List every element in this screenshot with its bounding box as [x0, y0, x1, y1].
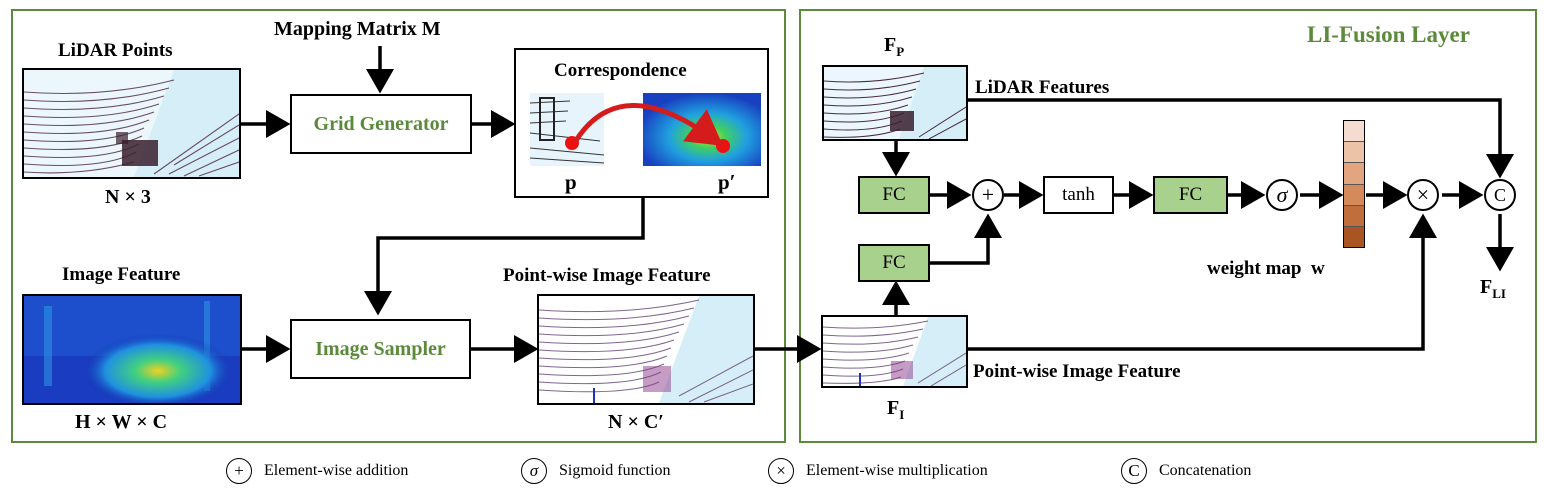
sigma-circle-icon: σ	[1266, 179, 1298, 211]
lidar-features-lines	[824, 67, 966, 139]
arrow-fc2-to-plus	[930, 213, 1002, 265]
image-feature-map	[22, 294, 242, 405]
weight-cell	[1344, 205, 1364, 227]
arrow-fi-to-times	[968, 213, 1437, 351]
lidar-points-image	[22, 68, 241, 179]
arrow-fp-to-concat	[966, 98, 1514, 179]
legend-sigmoid: σ Sigmoid function	[521, 458, 671, 484]
pointwise-shape-label: N × C′	[608, 411, 664, 433]
tanh-box: tanh	[1043, 176, 1114, 214]
pointwise-feature-title: Point-wise Image Feature	[503, 265, 711, 286]
legend-sigma-icon: σ	[521, 458, 547, 484]
lidar-scan-lines	[24, 70, 239, 177]
concat-circle-icon: C	[1484, 179, 1516, 211]
left-panel	[11, 9, 786, 443]
legend-addition: + Element-wise addition	[226, 458, 408, 484]
fi-main: F	[887, 397, 900, 419]
pointwise-fusion-label: Point-wise Image Feature	[973, 361, 1181, 382]
image-sampler-box: Image Sampler	[290, 319, 471, 379]
li-fusion-panel	[799, 9, 1537, 443]
image-feature-title: Image Feature	[62, 264, 181, 285]
weight-map	[1343, 120, 1365, 248]
correspondence-lidar-patch	[530, 93, 604, 166]
legend-times-icon: ×	[768, 458, 794, 484]
weight-cell	[1344, 163, 1364, 185]
fi-subscript: I	[899, 407, 905, 422]
fli-main: F	[1480, 276, 1493, 298]
legend-multiplication-label: Element-wise multiplication	[806, 462, 988, 479]
lidar-features-image	[822, 65, 968, 141]
pointwise-feature-image	[537, 294, 755, 405]
fc-lidar-box: FC	[858, 176, 930, 214]
image-feature-heatmap	[24, 296, 240, 403]
fp-label: FP	[884, 34, 904, 60]
weight-cell	[1344, 142, 1364, 164]
legend-multiplication: × Element-wise multiplication	[768, 458, 988, 484]
fp-main: F	[884, 34, 897, 56]
li-fusion-title: LI-Fusion Layer	[1307, 22, 1470, 47]
fi-scan-lines	[823, 317, 966, 386]
legend-concatenation: C Concatenation	[1121, 458, 1251, 484]
fp-subscript: P	[896, 44, 905, 59]
legend-sigmoid-label: Sigmoid function	[559, 462, 671, 479]
correspondence-lidar-lines	[530, 93, 604, 166]
plus-circle-icon: +	[972, 179, 1004, 211]
weight-cell	[1344, 226, 1364, 248]
pointwise-scan-lines	[539, 296, 753, 403]
fli-label: FLI	[1480, 276, 1506, 302]
legend-concat-icon: C	[1121, 458, 1147, 484]
point-p-label: p	[565, 170, 577, 194]
fi-image	[821, 315, 968, 388]
legend-plus-icon: +	[226, 458, 252, 484]
legend-addition-label: Element-wise addition	[264, 462, 409, 479]
times-circle-icon: ×	[1407, 179, 1439, 211]
legend-concatenation-label: Concatenation	[1159, 462, 1252, 479]
lidar-features-label: LiDAR Features	[975, 77, 1110, 98]
image-feature-shape-label: H × W × C	[75, 411, 168, 433]
weight-cell	[1344, 184, 1364, 206]
grid-generator-box: Grid Generator	[290, 94, 472, 154]
weight-map-label: weight map w	[1207, 258, 1325, 279]
lidar-shape-label: N × 3	[105, 186, 151, 208]
fc-fused-box: FC	[1153, 176, 1228, 214]
arrow-correspondence-to-sampler	[364, 198, 645, 316]
point-p-prime-label: p′	[718, 170, 736, 194]
weight-cell	[1344, 121, 1364, 143]
fli-subscript: LI	[1492, 286, 1506, 301]
correspondence-title: Correspondence	[554, 60, 687, 81]
fi-label: FI	[887, 397, 904, 423]
fc-image-box: FC	[858, 244, 930, 282]
lidar-points-title: LiDAR Points	[58, 40, 173, 61]
mapping-matrix-label: Mapping Matrix M	[274, 18, 441, 40]
